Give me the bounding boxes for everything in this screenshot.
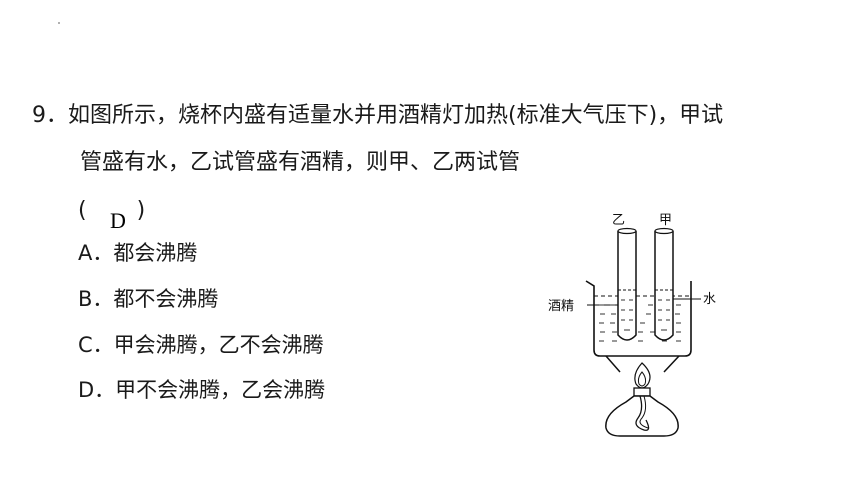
option-d: D．甲不会沸腾，乙会沸腾 — [78, 378, 326, 402]
option-a: A．都会沸腾 — [78, 241, 198, 265]
answer-letter: D — [110, 208, 126, 233]
question-line-2: 管盛有水，乙试管盛有酒精，则甲、乙两试管 — [80, 150, 521, 175]
stand-supports — [605, 355, 680, 373]
option-c: C．甲会沸腾，乙不会沸腾 — [78, 333, 324, 357]
corner-dot — [58, 22, 60, 24]
label-yi: 乙 — [612, 213, 625, 228]
bracket-open: ( — [78, 198, 87, 223]
label-alcohol: 酒精 — [548, 299, 574, 314]
alcohol-lamp — [605, 387, 679, 437]
bracket-close: ) — [136, 198, 146, 223]
tube-jia — [654, 227, 674, 341]
question-line-1: 9．如图所示，烧杯内盛有适量水并用酒精灯加热(标准大气压下)，甲试 — [32, 103, 724, 128]
label-jia: 甲 — [659, 213, 672, 228]
label-water: 水 — [703, 292, 716, 307]
flame — [634, 362, 651, 389]
answer-bracket: () — [78, 196, 145, 226]
beaker — [585, 280, 692, 357]
tube-yi — [617, 227, 637, 341]
option-b: B．都不会沸腾 — [78, 287, 219, 311]
